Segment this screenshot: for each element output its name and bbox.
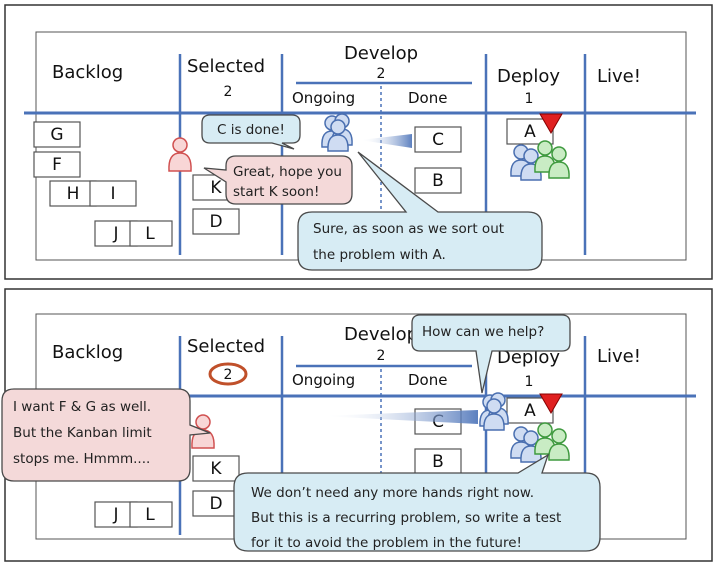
blocker-flag-icon — [539, 113, 563, 134]
svg-text:the problem with A.: the problem with A. — [313, 247, 446, 263]
speech-bubble: How can we help? — [411, 314, 571, 394]
col-selected: Selected — [187, 56, 265, 77]
svg-text:K: K — [210, 459, 222, 479]
limit-circle-icon — [208, 362, 248, 386]
svg-text:Sure, as soon as we sort out: Sure, as soon as we sort out — [313, 221, 504, 237]
col-selected-limit: 2 — [224, 367, 233, 383]
col-ongoing: Ongoing — [292, 89, 355, 107]
move-arrow — [360, 134, 412, 148]
card[interactable]: L — [129, 220, 173, 247]
col-develop: Develop — [344, 43, 418, 64]
panel-2: Backlog Selected 2 Develop 2 Ongoing Don… — [1, 288, 713, 562]
col-develop: Develop — [344, 324, 418, 345]
svg-text:A: A — [524, 122, 536, 142]
speech-bubble: We don’t need any more hands right now. … — [233, 453, 601, 552]
card[interactable]: A — [506, 118, 554, 145]
card[interactable]: G — [33, 121, 81, 148]
svg-text:D: D — [209, 494, 222, 514]
svg-text:J: J — [112, 224, 118, 244]
svg-text:J: J — [112, 505, 118, 525]
move-arrow — [320, 410, 478, 424]
svg-text:I: I — [110, 184, 115, 204]
ops-team-icon — [510, 140, 570, 181]
ops-team-icon — [510, 422, 570, 463]
svg-text:We don’t need any more hands r: We don’t need any more hands right now. — [251, 485, 534, 501]
svg-text:H: H — [67, 184, 80, 204]
svg-text:L: L — [145, 505, 155, 525]
card[interactable]: I — [89, 180, 137, 207]
svg-text:But this is a recurring proble: But this is a recurring problem, so writ… — [251, 510, 561, 526]
col-deploy-limit: 1 — [525, 91, 534, 107]
svg-text:C: C — [432, 412, 444, 432]
card[interactable]: A — [506, 397, 554, 424]
svg-text:G: G — [50, 125, 63, 145]
col-live: Live! — [597, 66, 641, 87]
blocker-flag-icon — [539, 393, 563, 414]
svg-text:start K soon!: start K soon! — [233, 184, 319, 200]
svg-text:B: B — [432, 452, 444, 472]
col-backlog: Backlog — [52, 342, 123, 363]
col-develop-limit: 2 — [377, 348, 386, 364]
speech-bubble: C is done! — [201, 114, 301, 150]
card[interactable]: K — [192, 455, 240, 482]
card[interactable]: L — [129, 501, 173, 528]
col-live: Live! — [597, 346, 641, 367]
speech-bubble: Great, hope you start K soon! — [203, 155, 353, 205]
col-ongoing: Ongoing — [292, 371, 355, 389]
svg-text:D: D — [209, 212, 222, 232]
svg-text:L: L — [145, 224, 155, 244]
svg-text:A: A — [524, 401, 536, 421]
col-deploy-limit: 1 — [525, 374, 534, 390]
svg-text:I want F & G as well.: I want F & G as well. — [13, 399, 151, 415]
speech-bubble: I want F & G as well. But the Kanban lim… — [1, 388, 211, 482]
col-backlog: Backlog — [52, 62, 123, 83]
developer-team-icon — [321, 113, 353, 152]
card[interactable]: D — [192, 208, 240, 235]
card[interactable]: F — [33, 151, 81, 178]
card[interactable]: B — [414, 167, 462, 194]
card[interactable]: H — [49, 180, 97, 207]
card[interactable]: D — [192, 490, 240, 517]
svg-text:Great, hope you: Great, hope you — [233, 164, 342, 180]
card[interactable]: C — [414, 126, 462, 153]
col-selected: Selected — [187, 336, 265, 357]
panel-1: Backlog Selected 2 Develop 2 Ongoing Don… — [4, 4, 713, 280]
col-deploy: Deploy — [497, 347, 560, 368]
col-done: Done — [408, 89, 447, 107]
speech-bubble: Sure, as soon as we sort out the problem… — [297, 151, 543, 271]
svg-text:But the Kanban limit: But the Kanban limit — [13, 425, 152, 441]
svg-text:B: B — [432, 171, 444, 191]
col-develop-limit: 2 — [377, 66, 386, 82]
svg-text:How can we help?: How can we help? — [422, 324, 544, 340]
svg-text:C is done!: C is done! — [217, 122, 285, 138]
col-deploy: Deploy — [497, 66, 560, 87]
col-done: Done — [408, 371, 447, 389]
svg-text:F: F — [52, 155, 62, 175]
svg-text:for it to avoid the problem in: for it to avoid the problem in the futur… — [251, 535, 522, 551]
svg-text:K: K — [210, 178, 222, 198]
svg-text:C: C — [432, 130, 444, 150]
developer-team-icon — [479, 392, 509, 431]
svg-text:stops me. Hmmm....: stops me. Hmmm.... — [13, 451, 150, 467]
col-selected-limit: 2 — [224, 84, 233, 100]
card[interactable]: B — [414, 448, 462, 475]
